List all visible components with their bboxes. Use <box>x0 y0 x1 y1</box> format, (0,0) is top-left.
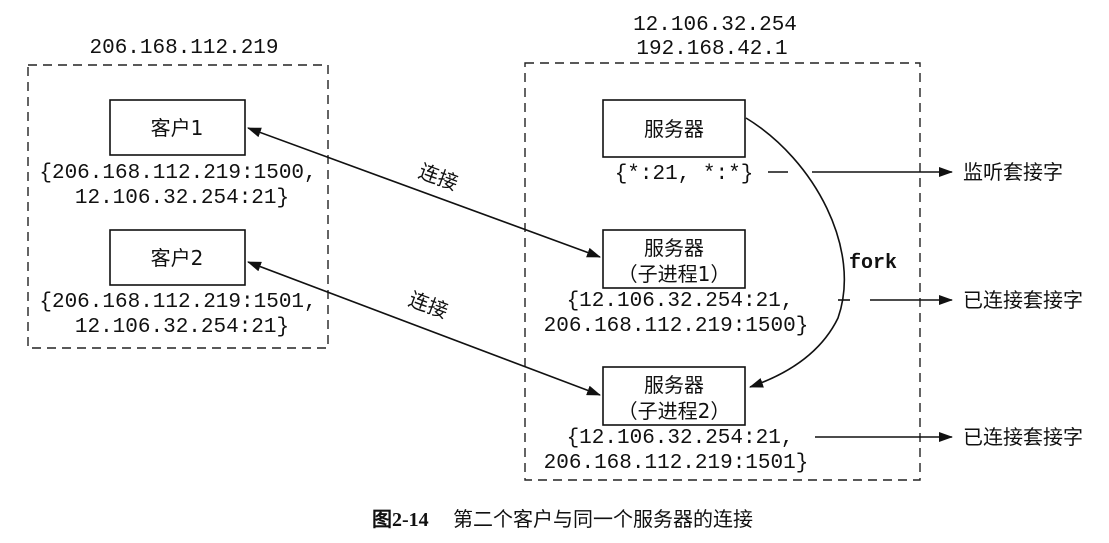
connected1-socket-label: 已连接套接字 <box>963 288 1083 312</box>
listen-socket-label: 监听套接字 <box>963 160 1063 184</box>
server-child1-socket-line2: 206.168.112.219:1500} <box>544 315 809 338</box>
figure-title: 第二个客户与同一个服务器的连接 <box>453 507 753 531</box>
server-child1-box <box>602 229 746 289</box>
server-child2-socket-line1: {12.106.32.254:21, <box>567 427 794 450</box>
right-host-address-line1: 12.106.32.254 <box>633 14 797 37</box>
connection2-label: 连接 <box>405 287 451 323</box>
server-child2-box <box>602 366 746 426</box>
client1-label: 客户1 <box>151 116 204 140</box>
client1-socket-line1: {206.168.112.219:1500, <box>39 162 316 185</box>
server-child1-label: 服务器 <box>644 236 704 260</box>
client2-socket-line1: {206.168.112.219:1501, <box>39 291 316 314</box>
connection1-arrow <box>247 127 601 258</box>
client1-socket-line2: 12.106.32.254:21} <box>75 187 289 210</box>
client2-box <box>109 229 246 286</box>
right-host-address-line2: 192.168.42.1 <box>636 38 787 61</box>
figure-number: 图2-14 <box>372 508 429 531</box>
server-box <box>602 99 746 158</box>
connection2-arrow <box>247 261 601 396</box>
server-child1-socket-line1: {12.106.32.254:21, <box>567 290 794 313</box>
left-host-address: 206.168.112.219 <box>89 37 278 60</box>
client2-label: 客户2 <box>151 246 204 270</box>
connection1-label: 连接 <box>415 159 461 195</box>
server-child2-socket-line2: 206.168.112.219:1501} <box>544 452 809 475</box>
connected2-socket-label: 已连接套接字 <box>963 425 1083 449</box>
client1-box <box>109 99 246 156</box>
fork-curve-arrow <box>745 117 846 388</box>
server-child1-sublabel: （子进程1） <box>618 262 731 286</box>
server-child2-sublabel: （子进程2） <box>618 399 731 423</box>
server-listen-socket: {*:21, *:*} <box>615 163 754 186</box>
server-child2-label: 服务器 <box>644 373 704 397</box>
server-label: 服务器 <box>644 117 704 141</box>
client2-socket-line2: 12.106.32.254:21} <box>75 316 289 339</box>
fork-label: fork <box>849 252 897 275</box>
